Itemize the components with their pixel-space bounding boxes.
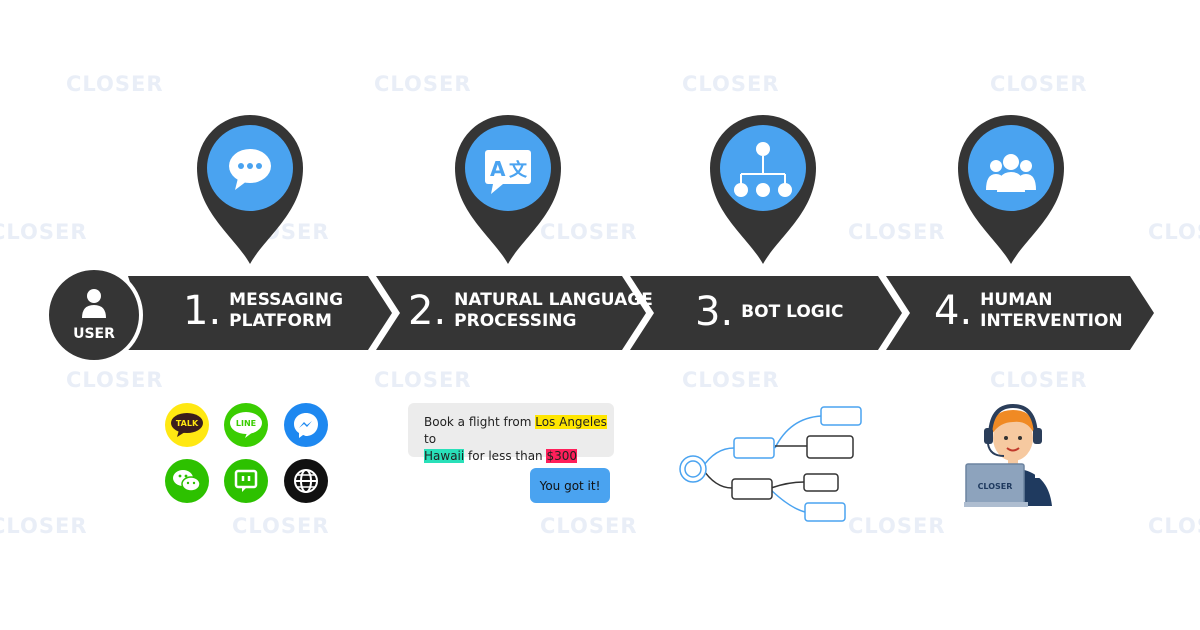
arrow-segment-1 xyxy=(128,276,392,350)
watermark: CLOSER xyxy=(540,514,638,538)
flow-node xyxy=(804,502,846,522)
hierarchy-icon xyxy=(734,142,792,197)
messenger-icon xyxy=(284,403,328,447)
arrow-segment-3 xyxy=(630,276,902,350)
step-label: MESSAGING PLATFORM xyxy=(229,290,344,331)
watermark: CLOSER xyxy=(66,72,164,96)
arrow-segment-4 xyxy=(886,276,1154,350)
watermark: CLOSER xyxy=(66,368,164,392)
pin-human xyxy=(958,115,1064,264)
globe-icon xyxy=(284,459,328,503)
step-label: NATURAL LANGUAGE PROCESSING xyxy=(454,290,653,331)
line-label: LINE xyxy=(236,419,256,428)
watermark: CLOSER xyxy=(0,514,88,538)
kakaotalk-icon: TALK xyxy=(165,403,209,447)
entity-destination: Hawaii xyxy=(424,449,465,463)
user-node: USER xyxy=(45,266,143,364)
entity-origin: Los Angeles xyxy=(535,415,607,429)
step-1: 1. MESSAGING PLATFORM xyxy=(183,290,343,332)
flow-node xyxy=(820,406,862,426)
watermark: CLOSER xyxy=(1148,514,1200,538)
flow-start-node xyxy=(679,455,707,483)
wechat-icon xyxy=(165,459,209,503)
watermark: CLOSER xyxy=(682,72,780,96)
step-number: 3. xyxy=(695,289,734,335)
svg-text:文: 文 xyxy=(509,159,528,181)
step-number: 1. xyxy=(183,288,222,334)
watermark: CLOSER xyxy=(990,72,1088,96)
pin-messaging xyxy=(197,115,303,264)
watermark: CLOSER xyxy=(374,72,472,96)
watermark: CLOSER xyxy=(1148,220,1200,244)
message-text: for less than xyxy=(464,449,547,463)
watermark: CLOSER xyxy=(374,368,472,392)
flow-node xyxy=(731,478,773,500)
flow-node xyxy=(803,473,839,492)
step-label: HUMAN INTERVENTION xyxy=(980,290,1123,331)
flow-node xyxy=(806,435,854,459)
step-3: 3. BOT LOGIC xyxy=(695,292,844,332)
step-number: 2. xyxy=(408,288,447,334)
reply-text: You got it! xyxy=(539,478,601,493)
user-label: USER xyxy=(73,326,115,342)
translate-icon: A 文 xyxy=(485,150,531,194)
flow-node xyxy=(733,437,775,459)
user-icon xyxy=(82,289,106,318)
watermark: CLOSER xyxy=(0,220,88,244)
chat-app-icon xyxy=(224,459,268,503)
pin-bot-logic xyxy=(710,115,816,264)
entity-price: $300 xyxy=(546,449,578,463)
step-label: BOT LOGIC xyxy=(741,301,844,322)
step-number: 4. xyxy=(934,288,973,334)
laptop-logo: CLOSER xyxy=(978,482,1013,491)
chat-dots-icon xyxy=(229,149,271,190)
bot-logic-flowchart xyxy=(679,406,862,522)
watermark: CLOSER xyxy=(848,220,946,244)
svg-text:A: A xyxy=(490,157,506,181)
watermark: CLOSER xyxy=(232,514,330,538)
message-text: Book a flight from xyxy=(424,415,536,429)
step-4: 4. HUMAN INTERVENTION xyxy=(934,290,1123,332)
watermark: CLOSER xyxy=(848,514,946,538)
message-text: to xyxy=(424,432,437,446)
bot-reply-bubble: You got it! xyxy=(530,468,610,503)
arrow-segment-2 xyxy=(376,276,646,350)
kakaotalk-label: TALK xyxy=(176,419,199,428)
watermark: CLOSER xyxy=(540,220,638,244)
line-icon: LINE xyxy=(224,403,268,447)
group-icon xyxy=(986,154,1036,192)
watermark: CLOSER xyxy=(682,368,780,392)
support-agent-illustration: CLOSER xyxy=(964,403,1052,507)
step-2: 2. NATURAL LANGUAGE PROCESSING xyxy=(408,290,653,332)
pin-nlp: A 文 xyxy=(455,115,561,264)
watermark: CLOSER xyxy=(990,368,1088,392)
